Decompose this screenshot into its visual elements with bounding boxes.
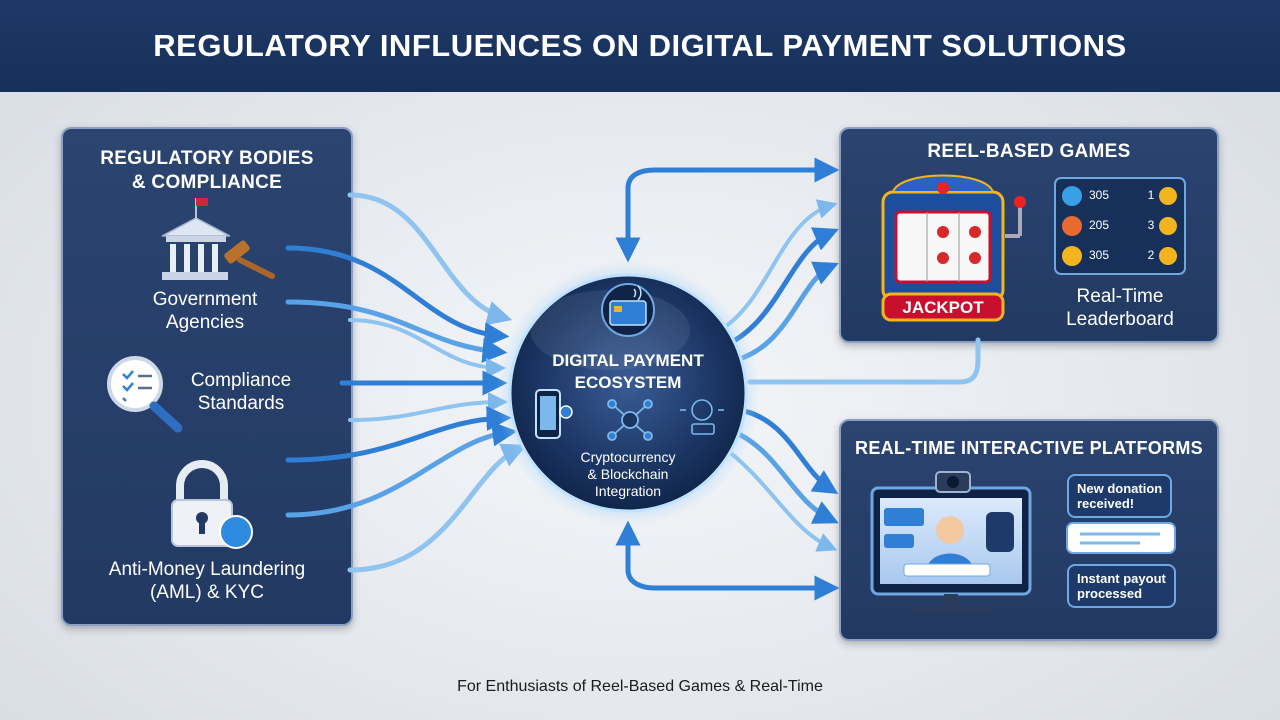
compliance-standards-label: Compliance Standards bbox=[176, 369, 306, 415]
crypto-line1: Cryptocurrency bbox=[580, 449, 676, 465]
donation-notification: New donation received! bbox=[1067, 474, 1173, 518]
leaderboard-score-1: 305 bbox=[1089, 188, 1110, 202]
inflow-arrows bbox=[285, 192, 527, 573]
ecosystem-title-line2: ECOSYSTEM bbox=[574, 373, 682, 392]
leaderboard-label-line1: Real-Time bbox=[1076, 286, 1164, 307]
leaderboard-widget bbox=[1054, 177, 1186, 275]
payout-notification: Instant payout processed bbox=[1067, 564, 1176, 608]
reel-games-title: REEL-BASED GAMES bbox=[927, 141, 1131, 162]
slot-machine-icon bbox=[881, 174, 1026, 322]
donation-line1: New donation bbox=[1077, 481, 1163, 496]
government-label-line1: Government bbox=[152, 289, 258, 310]
compliance-label-line1: Compliance bbox=[190, 370, 292, 391]
payout-line2: processed bbox=[1077, 586, 1143, 601]
leaderboard-score-2: 205 bbox=[1089, 218, 1110, 232]
footer-caption: For Enthusiasts of Reel-Based Games & Re… bbox=[457, 678, 823, 695]
jackpot-label: JACKPOT bbox=[902, 298, 984, 317]
nfc-card-icon bbox=[601, 283, 655, 337]
payout-line1: Instant payout bbox=[1077, 571, 1166, 586]
network-chip-icon bbox=[680, 399, 724, 435]
regulatory-panel-title: REGULATORY BODIES & COMPLIANCE bbox=[61, 147, 353, 195]
streaming-monitor-icon bbox=[870, 471, 1032, 614]
leaderboard-label: Real-Time Leaderboard bbox=[1050, 285, 1190, 331]
regulatory-title-line1: REGULATORY BODIES bbox=[100, 148, 314, 169]
aml-label-line1: Anti-Money Laundering bbox=[108, 559, 306, 580]
crypto-line2: & Blockchain bbox=[587, 466, 669, 482]
page-title: REGULATORY INFLUENCES ON DIGITAL PAYMENT… bbox=[153, 28, 1127, 63]
leaderboard-rank-1: 1 bbox=[1147, 188, 1155, 202]
government-label-line2: Agencies bbox=[165, 312, 245, 333]
leaderboard-rank-3: 2 bbox=[1147, 248, 1155, 262]
leaderboard-score-3: 305 bbox=[1089, 248, 1110, 262]
donation-line2: received! bbox=[1077, 496, 1135, 511]
padlock-dollar-icon bbox=[171, 460, 253, 549]
mobile-payment-icon bbox=[535, 389, 573, 439]
leaderboard-label-line2: Leaderboard bbox=[1066, 309, 1174, 330]
compliance-label-line2: Standards bbox=[197, 393, 285, 414]
crypto-integration-label: Cryptocurrency & Blockchain Integration bbox=[548, 449, 708, 500]
ecosystem-title-line1: DIGITAL PAYMENT bbox=[552, 351, 704, 370]
aml-label-line2: (AML) & KYC bbox=[149, 582, 265, 603]
regulatory-title-line2: & COMPLIANCE bbox=[131, 172, 283, 193]
chat-bubble-icon bbox=[1066, 522, 1176, 554]
payment-ecosystem-hub bbox=[496, 261, 760, 525]
aml-kyc-label: Anti-Money Laundering (AML) & KYC bbox=[61, 558, 353, 604]
courthouse-gavel-icon bbox=[161, 198, 275, 280]
ecosystem-title: DIGITAL PAYMENT ECOSYSTEM bbox=[528, 350, 728, 394]
checklist-magnifier-icon bbox=[107, 356, 183, 433]
government-agencies-label: Government Agencies bbox=[110, 288, 300, 334]
blockchain-icon bbox=[607, 399, 653, 441]
title-bar: REGULATORY INFLUENCES ON DIGITAL PAYMENT… bbox=[0, 0, 1280, 92]
crypto-line3: Integration bbox=[594, 483, 662, 499]
leaderboard-rank-2: 3 bbox=[1147, 218, 1155, 232]
interactive-platforms-title: REAL-TIME INTERACTIVE PLATFORMS bbox=[855, 438, 1203, 458]
